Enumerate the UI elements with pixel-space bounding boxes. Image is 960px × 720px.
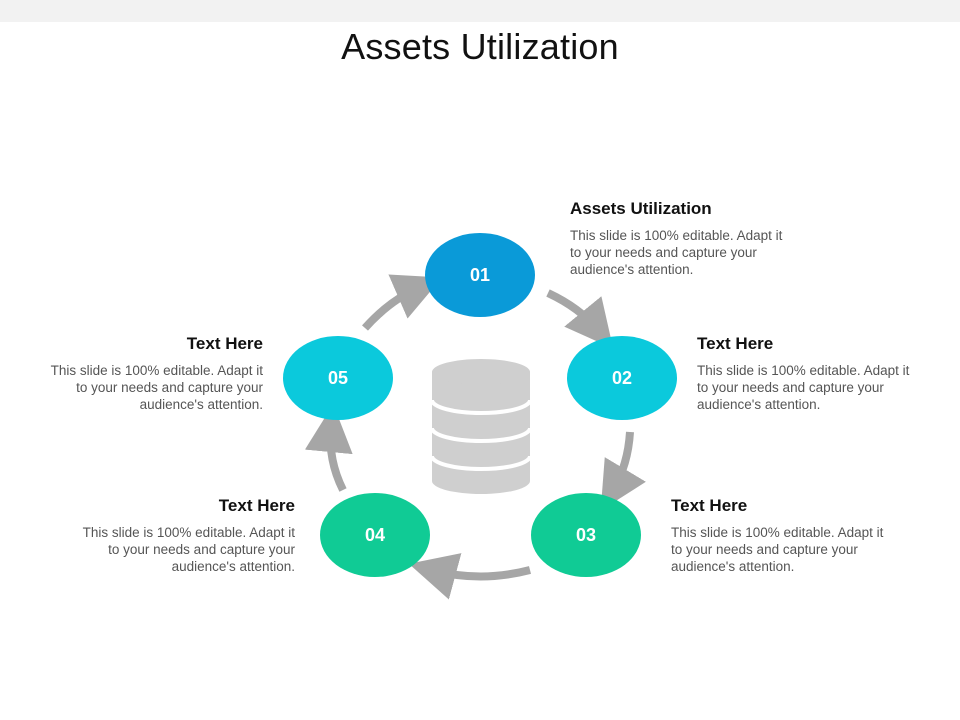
node-03: 03 (531, 493, 641, 577)
callout-05-body: This slide is 100% editable. Adapt it to… (50, 363, 263, 412)
node-04: 04 (320, 493, 430, 577)
callout-05: Text Here This slide is 100% editable. A… (41, 334, 263, 413)
arrow-02-to-03 (600, 431, 646, 511)
arrow-03-to-04 (408, 553, 532, 600)
arrow-01-to-02 (546, 289, 614, 349)
node-04-label: 04 (365, 525, 385, 545)
arrow-05-to-01 (362, 274, 443, 331)
cycle-arrows (304, 274, 646, 600)
callout-04-heading: Text Here (218, 496, 295, 515)
node-02-label: 02 (612, 368, 632, 388)
node-01-label: 01 (470, 265, 490, 285)
callout-01: Assets Utilization This slide is 100% ed… (570, 199, 792, 278)
database-icon (430, 359, 532, 494)
callout-02-heading: Text Here (697, 334, 774, 353)
node-01: 01 (425, 233, 535, 317)
callout-04-body: This slide is 100% editable. Adapt it to… (82, 525, 295, 574)
slide-title: Assets Utilization (341, 26, 619, 67)
callout-05-heading: Text Here (186, 334, 263, 353)
callout-02: Text Here This slide is 100% editable. A… (697, 334, 919, 413)
top-bar (0, 0, 960, 22)
callout-02-body: This slide is 100% editable. Adapt it to… (697, 363, 910, 412)
callout-03-body: This slide is 100% editable. Adapt it to… (671, 525, 884, 574)
arrow-04-to-05 (304, 404, 353, 492)
node-05: 05 (283, 336, 393, 420)
callout-01-heading: Assets Utilization (570, 199, 712, 218)
node-05-label: 05 (328, 368, 348, 388)
callout-04: Text Here This slide is 100% editable. A… (73, 496, 295, 575)
callout-03: Text Here This slide is 100% editable. A… (671, 496, 893, 575)
node-03-label: 03 (576, 525, 596, 545)
callout-03-heading: Text Here (671, 496, 748, 515)
node-02: 02 (567, 336, 677, 420)
callout-01-body: This slide is 100% editable. Adapt it to… (570, 228, 783, 277)
